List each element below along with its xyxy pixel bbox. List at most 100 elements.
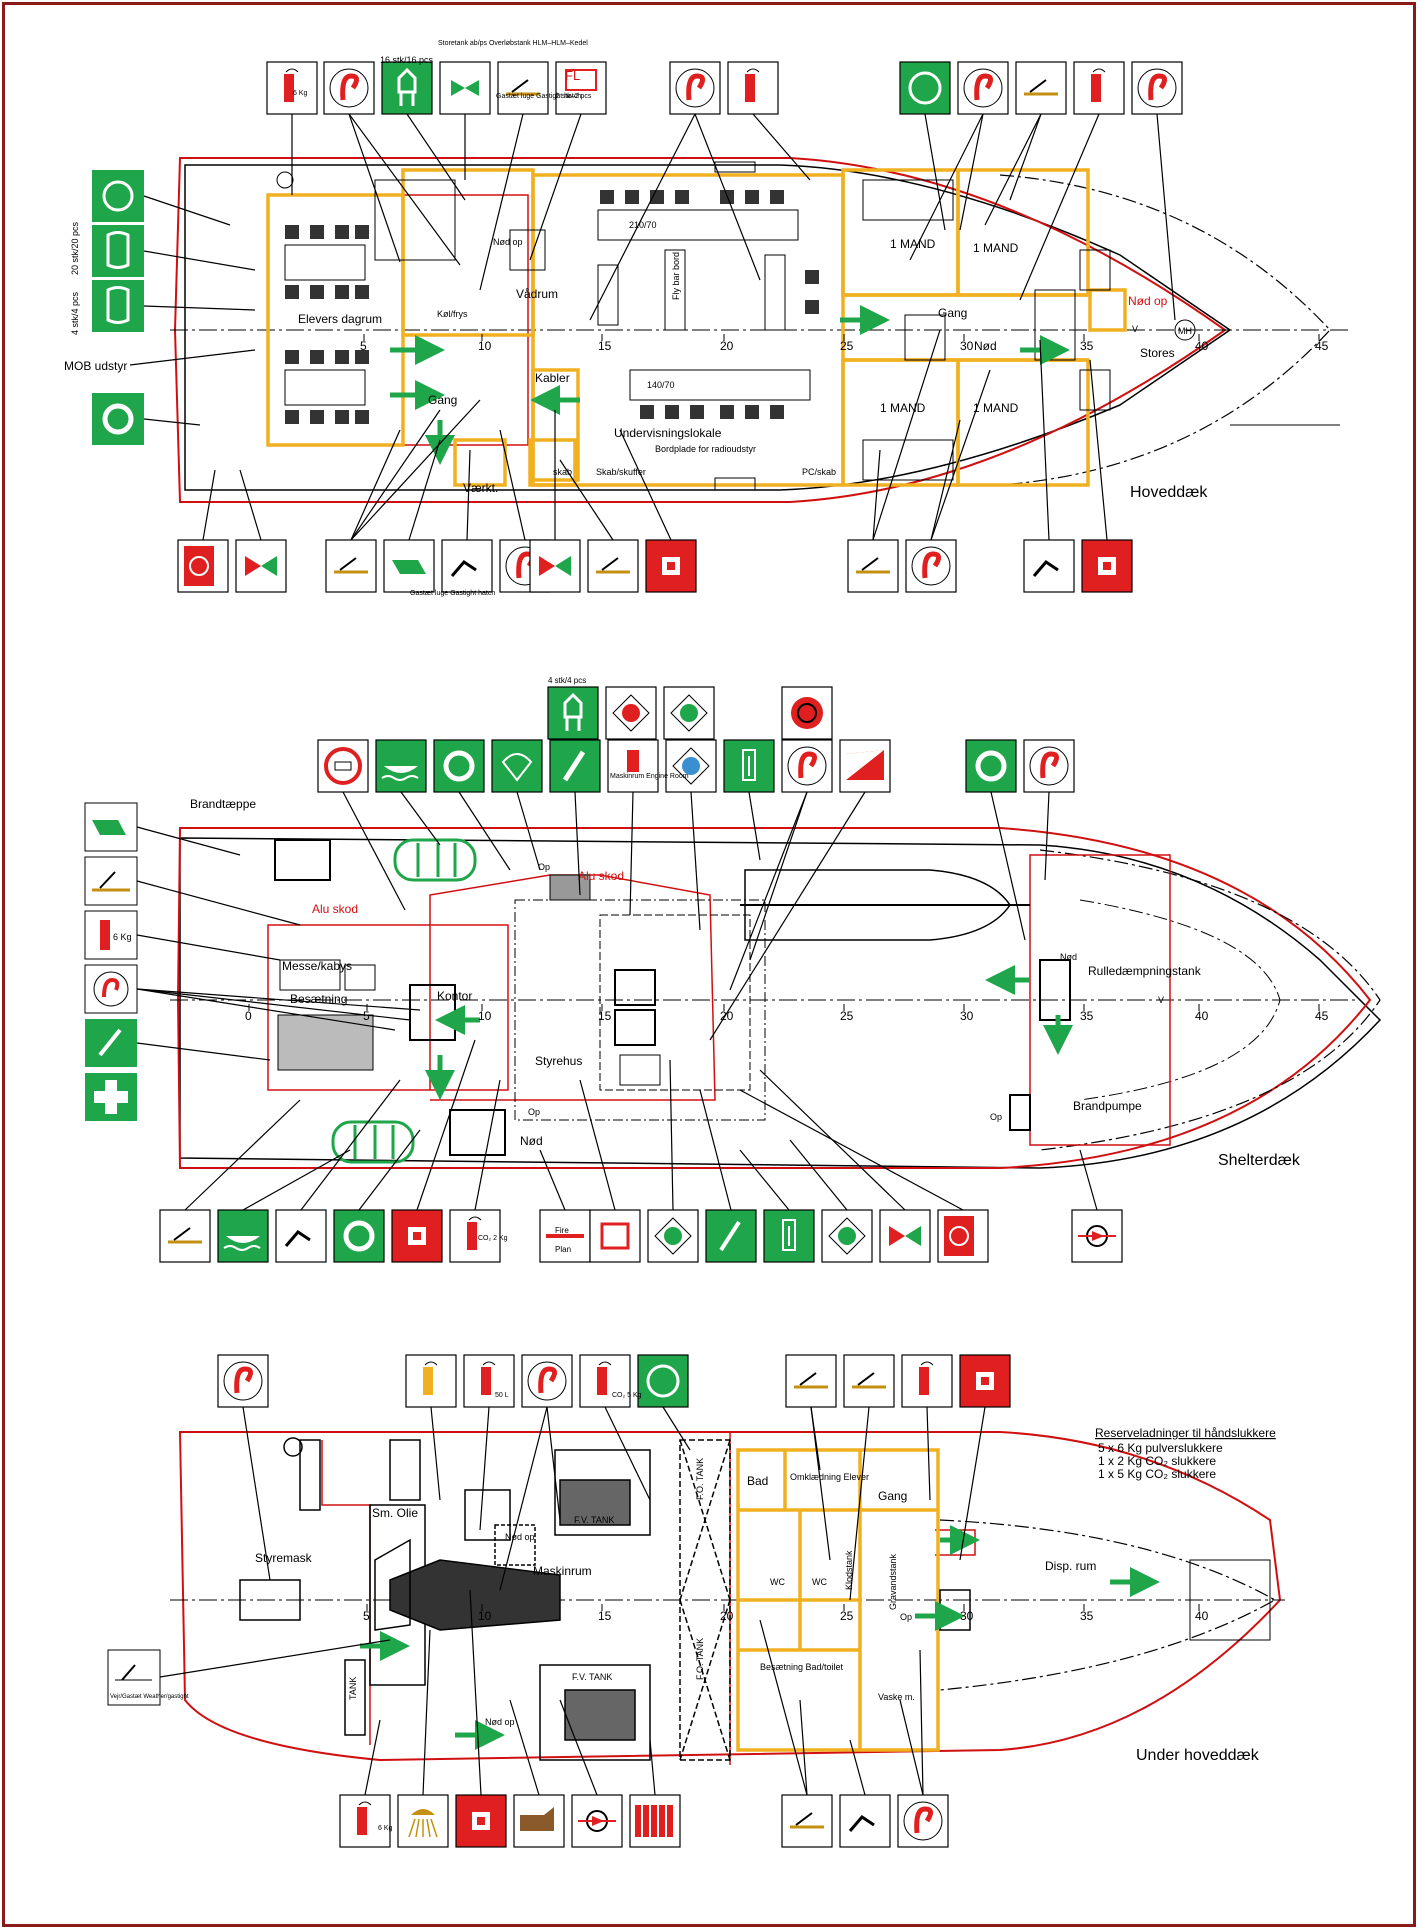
lifebuoy-green-icon [433, 739, 485, 793]
door-icon [1015, 61, 1067, 115]
leader-line [469, 1589, 482, 1796]
frame-number: 15 [598, 339, 612, 353]
hose-reel-icon [937, 1209, 989, 1263]
room-gravandstank: Gravandstank [888, 1553, 898, 1610]
immersion-icon [547, 686, 599, 740]
deck-under: Styremask Sm. Olie Maskinrum F.V. TANK F… [107, 1426, 1285, 1765]
leader-line [984, 113, 1042, 226]
alarm-icon [959, 1354, 1011, 1408]
deck-name-shelterdaek: Shelterdæk [1218, 1152, 1301, 1169]
note-gastaet-bottom: Gastæt luge Gastight hatch [410, 590, 495, 597]
note-fire: Fire [555, 1226, 569, 1235]
hose-icon [905, 539, 957, 593]
upper-outline-dashed [939, 1519, 1277, 1691]
extinguisher-icon [449, 1209, 501, 1263]
note-fl-qty: 2 stk–2 pcs [556, 93, 592, 100]
leader-line [1156, 113, 1176, 321]
leader-line [909, 113, 984, 261]
room-1-mand-4: 1 MAND [973, 401, 1019, 415]
leader-line [649, 1739, 656, 1796]
note-plan: Plan [555, 1245, 571, 1254]
leader-line [1044, 791, 1050, 881]
hull-outline-red [178, 1431, 1282, 1762]
leader-line [759, 1619, 808, 1796]
leader-line [143, 250, 256, 271]
leader-line [690, 791, 701, 931]
parachute-icon [491, 739, 543, 793]
escape-arrows [390, 305, 1070, 465]
extinguisher-icon [339, 1794, 391, 1848]
leader-line [559, 1699, 598, 1796]
leader-line [629, 791, 634, 916]
room-styremask: Styremask [255, 1551, 313, 1565]
fire-detector-red-icon [605, 686, 657, 740]
target-icon [781, 686, 833, 740]
deck-hoveddaek: Elevers dagrum Vådrum Undervisningslokal… [64, 157, 1350, 503]
chairs [285, 190, 819, 424]
leader-line [699, 1089, 732, 1211]
leader-line [872, 449, 881, 541]
note-fl: FL [565, 68, 580, 83]
leader-line [408, 439, 441, 541]
room-gang-2: Gang [428, 393, 457, 407]
leader-line [529, 113, 582, 261]
evacuation-icon [723, 739, 775, 793]
leader-line [350, 399, 481, 541]
frame-number: 35 [1080, 1009, 1094, 1023]
leader-line [1039, 339, 1050, 541]
room-undervisning: Undervisningslokale [614, 426, 722, 440]
leader-line [416, 1039, 476, 1211]
leader-line [300, 1079, 401, 1211]
leader-line [136, 988, 411, 1021]
hose-icon [323, 61, 375, 115]
evacuation-icon [763, 1209, 815, 1263]
door-icon [847, 539, 899, 593]
leader-line [990, 791, 1026, 941]
deck-shelterdaek: Brandtæppe Alu skod Alu skod Messe/kabys… [84, 797, 1382, 1169]
breathing-icon [637, 1354, 689, 1408]
extinguisher-icon [727, 61, 779, 115]
frame-number: 40 [1195, 339, 1209, 353]
label-op: Op [900, 1612, 912, 1622]
leader-line [959, 113, 984, 231]
leader-line [579, 1079, 616, 1211]
hose-icon [521, 1354, 573, 1408]
room-wc-1: WC [770, 1577, 785, 1587]
note-maskinrum: Maskinrum Engine Room [610, 773, 689, 780]
extinguisher-icon [84, 910, 138, 960]
leader-line [1089, 359, 1108, 541]
note-storetank: Storetank ab/ps Overløbstank HLM–HLM–Ked… [438, 40, 588, 47]
fuel-icon [513, 1794, 565, 1848]
label-op-3: Op [528, 1107, 540, 1117]
frame-number: 40 [1195, 1609, 1209, 1623]
leader-line [458, 791, 511, 871]
leader-line [1009, 113, 1042, 201]
leader-line [136, 826, 241, 856]
frame-number: 40 [1195, 1009, 1209, 1023]
co2bank-icon [629, 1794, 681, 1848]
room-omklaedning: Omklædning Elever [790, 1472, 869, 1482]
leader-line [662, 1406, 691, 1451]
lifebuoy-icon [92, 393, 144, 445]
label-skab-skuffer: Skab/skuffer [596, 467, 646, 477]
deck-name-under: Under hoveddæk [1136, 1747, 1260, 1764]
door-icon [159, 1209, 211, 1263]
hose-icon [957, 61, 1009, 115]
leader-line [239, 469, 262, 541]
leader-line [926, 1406, 931, 1501]
leader-line [479, 1406, 490, 1531]
frame-number: 45 [1315, 1009, 1329, 1023]
leader-line [589, 113, 696, 321]
room-elevers-dagrum: Elevers dagrum [298, 312, 382, 326]
frame-number: 0 [245, 1009, 252, 1023]
leader-line [348, 113, 461, 266]
hull-outline-red [176, 827, 1372, 1169]
extinguisher-icon [1073, 61, 1125, 115]
leader-line [749, 791, 808, 961]
engine-icon [607, 739, 659, 793]
label-fv-tank-2: F.V. TANK [572, 1672, 612, 1682]
room-walls [736, 1448, 940, 1752]
leader-line [539, 1149, 566, 1211]
leader-line [364, 1719, 381, 1796]
